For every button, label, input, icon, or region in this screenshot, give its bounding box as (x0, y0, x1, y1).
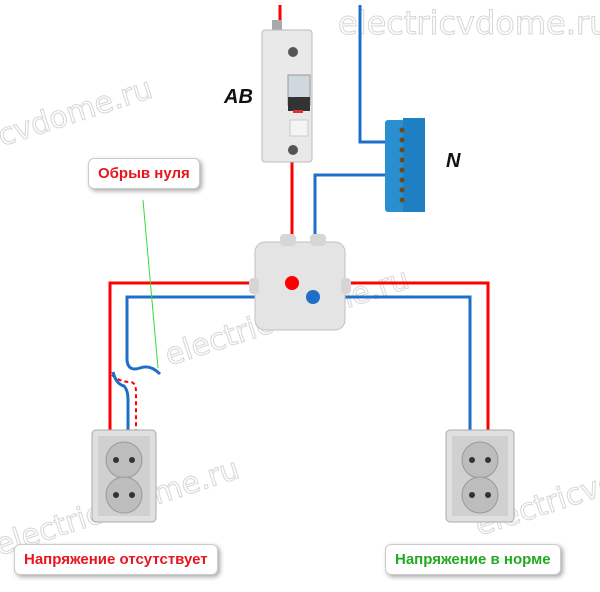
pointer-line (142, 199, 159, 369)
phase-junction-dot (285, 276, 299, 290)
socket-right (445, 429, 515, 523)
neutral-bus-label: N (446, 150, 461, 172)
normal-voltage-label: Напряжение в норме (385, 544, 561, 575)
junction-box (249, 234, 351, 331)
socket-left (91, 429, 157, 523)
watermark-top: electricvdome.ru (337, 4, 600, 43)
breaker-label: AB (224, 86, 253, 108)
broken-neutral-label: Обрыв нуля (88, 158, 200, 189)
neutral-busbar (385, 118, 425, 212)
neutral-junction-dot (306, 290, 320, 304)
no-voltage-label: Напряжение отсутствует (14, 544, 218, 575)
circuit-breaker (261, 20, 313, 163)
